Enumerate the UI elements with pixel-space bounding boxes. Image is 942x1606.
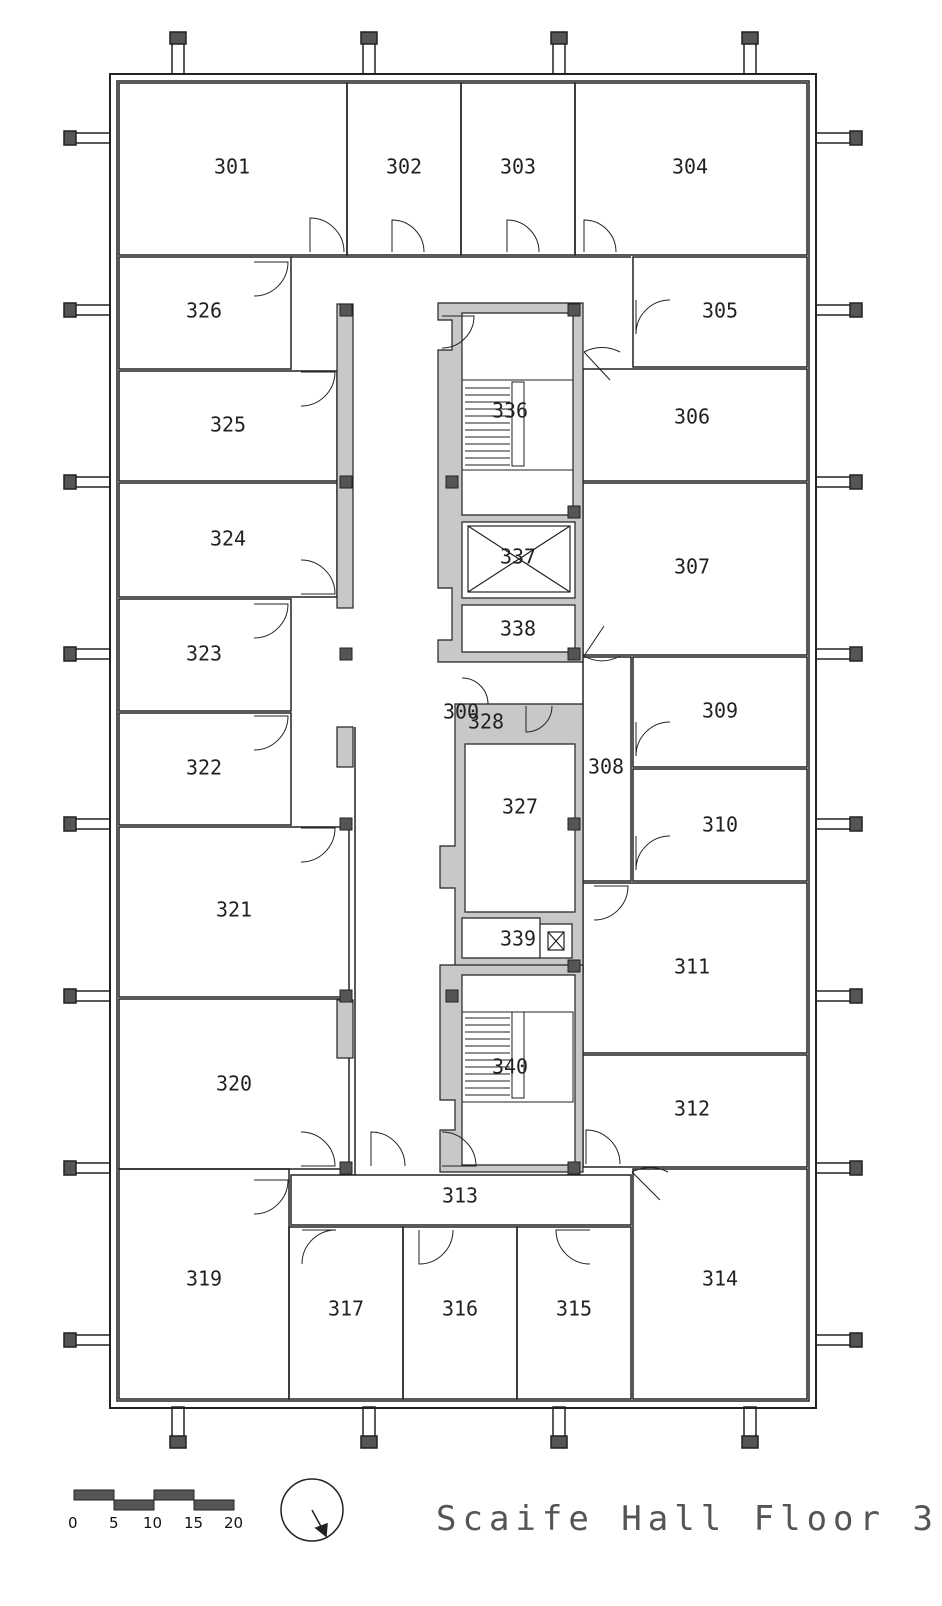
room-label-339: 339	[500, 927, 536, 951]
core-walls	[336, 302, 584, 1173]
room-label-300: 300	[443, 700, 479, 724]
room-label-328: 328	[468, 710, 504, 734]
room-label-323: 323	[186, 642, 222, 666]
side-piers	[63, 130, 863, 1348]
room-label-327: 327	[502, 795, 538, 819]
exterior-piers	[169, 31, 759, 1449]
room-label-322: 322	[186, 756, 222, 780]
room-labels: 301 302 303 304 305 306 307 308 309 310 311 312 313 3…	[186, 155, 738, 1321]
room-label-321: 321	[216, 898, 252, 922]
stair-340	[461, 1011, 574, 1103]
room-label-325: 325	[210, 413, 246, 437]
stair-336	[461, 379, 574, 471]
room-label-313: 313	[442, 1184, 478, 1208]
scale-bar: 0 5 10 15 20	[68, 1489, 243, 1532]
scale-label-0: 0	[68, 1514, 78, 1532]
room-label-317: 317	[328, 1297, 364, 1321]
scale-label-15: 15	[184, 1514, 203, 1532]
room-label-316: 316	[442, 1297, 478, 1321]
drawing-title: Scaife Hall Floor 3	[436, 1499, 939, 1539]
outer-wall	[109, 73, 817, 1409]
room-label-326: 326	[186, 299, 222, 323]
room-label-312: 312	[674, 1097, 710, 1121]
north-arrow-icon	[280, 1478, 344, 1542]
columns	[339, 303, 581, 1175]
room-label-320: 320	[216, 1072, 252, 1096]
room-label-315: 315	[556, 1297, 592, 1321]
room-label-337: 337	[500, 545, 536, 569]
shaft-339	[539, 923, 573, 959]
room-label-314: 314	[702, 1267, 738, 1291]
doors	[253, 217, 671, 1265]
room-label-304: 304	[672, 155, 708, 179]
room-label-338: 338	[500, 617, 536, 641]
room-label-301: 301	[214, 155, 250, 179]
inner-wall	[116, 80, 810, 1402]
scale-label-10: 10	[143, 1514, 162, 1532]
room-label-307: 307	[674, 555, 710, 579]
scale-label-20: 20	[224, 1514, 243, 1532]
room-label-340: 340	[492, 1055, 528, 1079]
room-label-311: 311	[674, 955, 710, 979]
room-label-319: 319	[186, 1267, 222, 1291]
scale-label-5: 5	[109, 1514, 119, 1532]
room-label-324: 324	[210, 527, 246, 551]
room-label-306: 306	[674, 405, 710, 429]
room-label-310: 310	[702, 813, 738, 837]
room-label-305: 305	[702, 299, 738, 323]
room-label-308: 308	[588, 755, 624, 779]
elevator-337	[467, 525, 571, 593]
room-label-302: 302	[386, 155, 422, 179]
room-label-309: 309	[702, 699, 738, 723]
room-label-336: 336	[492, 399, 528, 423]
room-label-303: 303	[500, 155, 536, 179]
